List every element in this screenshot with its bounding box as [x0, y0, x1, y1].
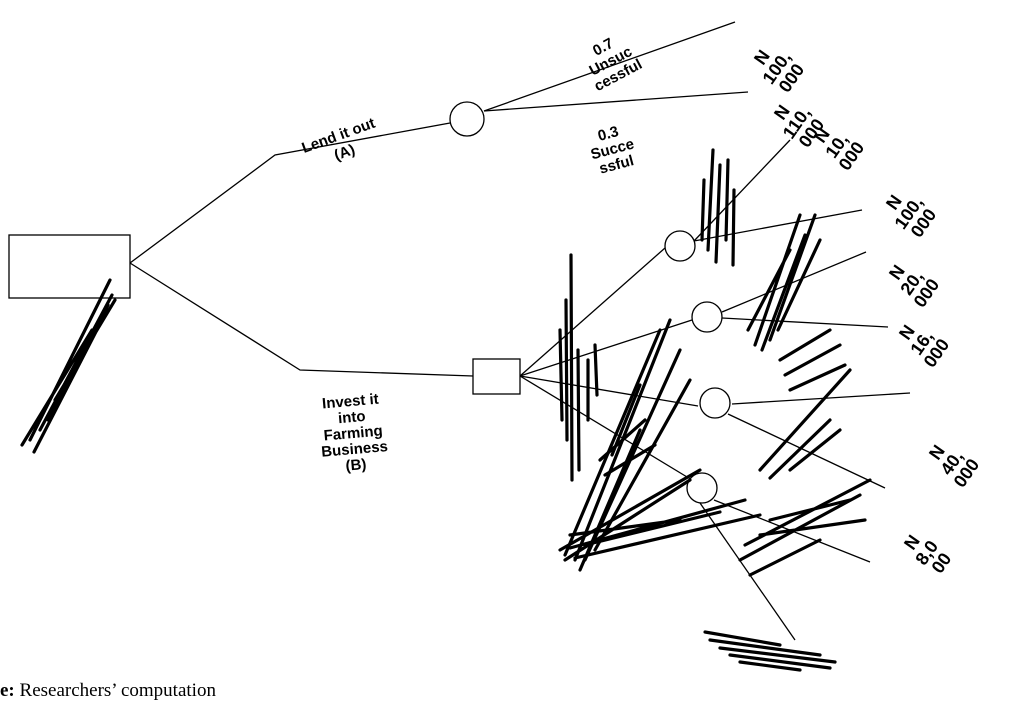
payoff-8: N 8,0 00 — [900, 531, 955, 577]
lend-chance-node — [449, 101, 485, 137]
branch-invest — [129, 262, 474, 377]
leaf-c1-b — [693, 209, 863, 242]
payoff-1: N 100, 000 — [750, 46, 808, 96]
lend-code: (A) — [332, 141, 357, 164]
prob-unsuccessful-label: 0.7 Unsuc cessful — [586, 35, 645, 95]
payoff-6: N 16, 000 — [895, 321, 953, 371]
garbled-label-b3 — [758, 328, 852, 480]
invest-label-line2: into — [337, 408, 366, 427]
garbled-label-b1 — [700, 148, 736, 267]
branch-unsuccessful — [483, 21, 736, 112]
branch-lines — [129, 21, 911, 641]
invest-label-line1: Invest it — [321, 391, 379, 413]
leaf-c3-a — [731, 392, 911, 405]
source-label: e: — [0, 680, 15, 701]
chance-node-b3 — [699, 387, 731, 419]
invest-label-line3: Farming — [323, 422, 383, 444]
leaf-c2-b — [721, 317, 889, 328]
source-caption: e: Researchers’ computation — [0, 680, 216, 702]
leaf-c4-b — [699, 502, 796, 641]
invest-label-line4: Business — [321, 438, 389, 461]
source-text: Researchers’ computation — [19, 680, 216, 701]
invest-decision-node — [472, 358, 521, 395]
branch-b3 — [519, 375, 699, 407]
branch-b4 — [519, 375, 693, 481]
payoff-7: N 40, 000 — [925, 441, 983, 491]
chance-node-b1 — [664, 230, 696, 262]
lend-label: Lend it out (A) — [300, 115, 378, 165]
branch-successful — [483, 91, 749, 112]
branch-b2 — [519, 319, 693, 377]
garbled-label-b2 — [746, 213, 822, 352]
invest-code: (B) — [345, 456, 367, 475]
garbled-label-b4 — [738, 478, 872, 577]
garbled-label-root — [20, 278, 117, 454]
invest-label: Invest it into Farming Business (B) — [321, 391, 389, 475]
payoff-2: N 110, 000 — [770, 101, 828, 151]
chance-node-b2 — [691, 301, 723, 333]
prob-successful-value: 0.3 — [596, 123, 621, 145]
payoff-5: N 20, 000 — [885, 261, 943, 311]
leaf-c2-a — [721, 251, 867, 313]
branch-b1 — [519, 247, 666, 377]
root-decision-node — [8, 234, 131, 299]
branch-lend — [129, 122, 451, 264]
garbled-label-invest-branches — [558, 253, 762, 572]
prob-successful-label: 0.3 Succe ssful — [589, 123, 636, 178]
payoff-4: N 100, 000 — [882, 191, 940, 241]
chance-node-b4 — [686, 472, 718, 504]
leaf-c3-b — [727, 413, 886, 489]
garbled-label-bottom — [703, 630, 837, 672]
